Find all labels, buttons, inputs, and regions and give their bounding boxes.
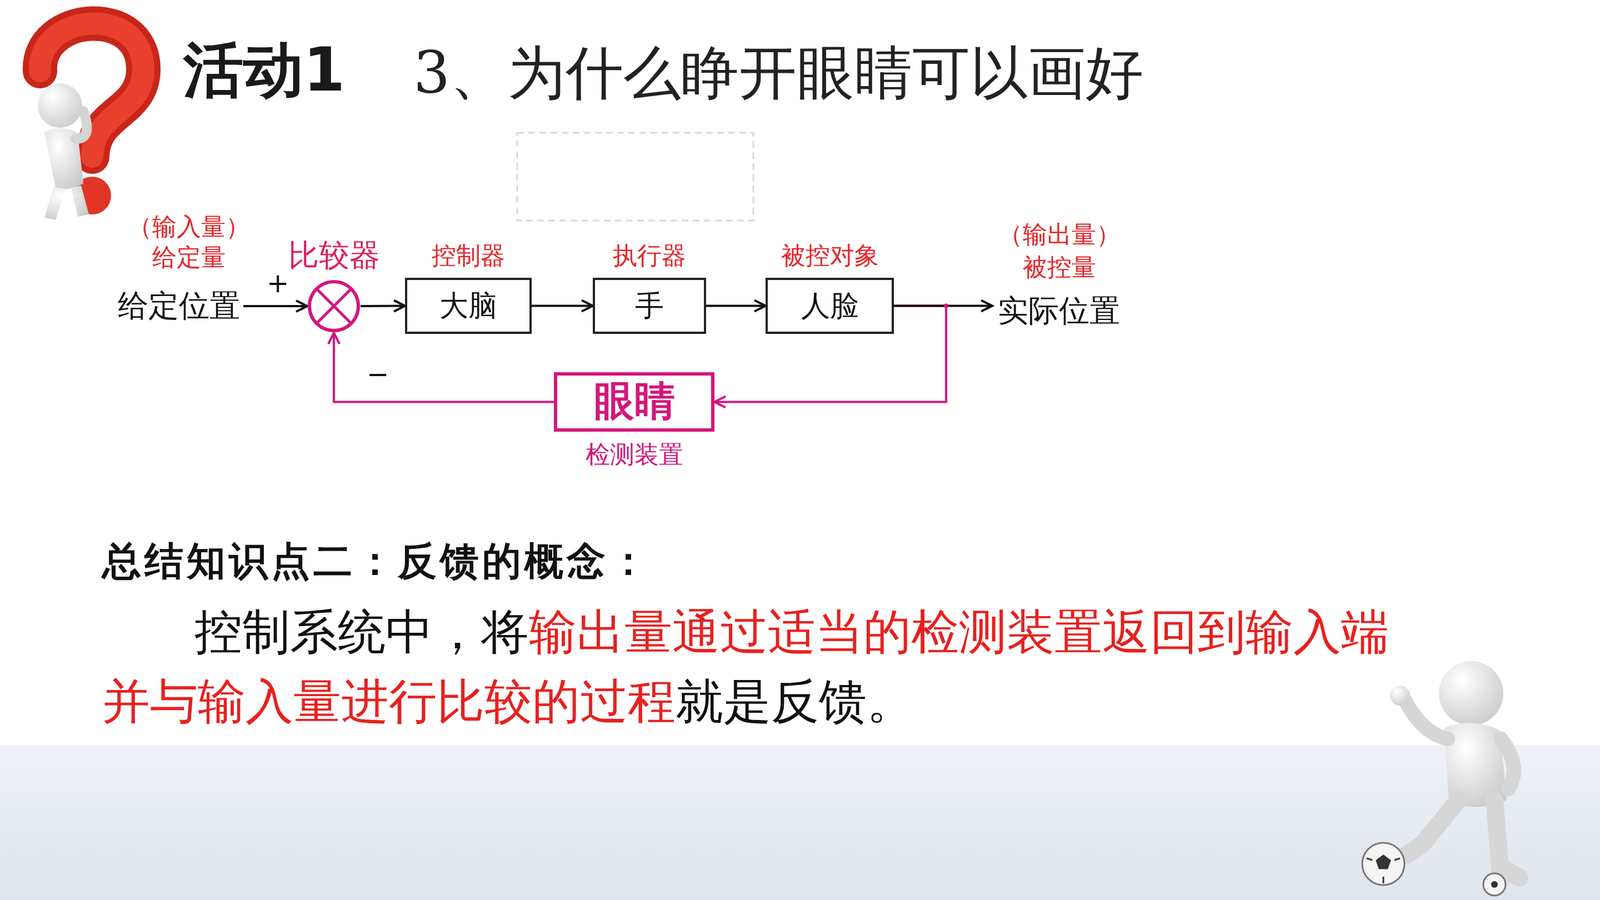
input-label: 给定位置: [117, 288, 240, 324]
signal-name: （输出量）: [998, 220, 1121, 249]
output-signal-line: [893, 305, 993, 308]
standing-figure-with-ball: [1362, 661, 1520, 896]
connector: [531, 305, 593, 308]
paragraph-text: 控制系统中，将: [194, 603, 529, 660]
role-name: 被控对象: [781, 239, 879, 273]
comparator-circle: 比较器: [307, 279, 361, 333]
box-text: 眼睛: [593, 374, 675, 430]
activity-tag: 活动1: [183, 35, 345, 105]
comparator-cross: [316, 288, 352, 324]
process-box: 被控对象人脸: [765, 277, 894, 334]
box-text: 人脸: [801, 286, 859, 326]
sign-mark: +: [266, 267, 289, 299]
connector: [360, 305, 405, 308]
feedback-box: 眼睛检测装置: [553, 372, 715, 432]
input-signal-line: [243, 305, 308, 308]
connector: [706, 305, 766, 308]
connector: [333, 332, 554, 403]
comparator-name: 比较器: [288, 235, 380, 277]
signal-name: 被控量: [1022, 253, 1097, 282]
branch-point: [943, 303, 949, 309]
output-label: 实际位置: [997, 293, 1120, 329]
paragraph-text: 就是反馈。: [675, 673, 915, 729]
signal-name: 给定量: [152, 243, 226, 272]
role-name: 控制器: [431, 239, 505, 273]
box-text: 大脑: [439, 286, 498, 326]
dashed-placeholder: [517, 132, 754, 221]
box-text: 手: [635, 286, 664, 326]
question-mark-figure: [37, 23, 144, 220]
bottom-band: [0, 745, 1600, 900]
comparator-symbol: [307, 279, 361, 333]
process-box: 控制器大脑: [405, 277, 532, 334]
summary-heading: 总结知识点二：反馈的概念：: [102, 538, 652, 584]
signal-name: （输入量）: [127, 212, 250, 242]
role-name: 执行器: [612, 239, 687, 273]
role-name: 检测装置: [585, 438, 684, 472]
sign-mark: −: [366, 358, 389, 390]
comparator-ring: [309, 281, 359, 331]
slide-title: 3、为什么睁开眼睛可以画好: [413, 40, 1144, 107]
process-box: 执行器手: [592, 277, 707, 334]
summary-paragraph: 控制系统中，将输出量通过适当的检测装置返回到输入端并与输入量进行比较的过程就是反…: [102, 597, 1397, 737]
